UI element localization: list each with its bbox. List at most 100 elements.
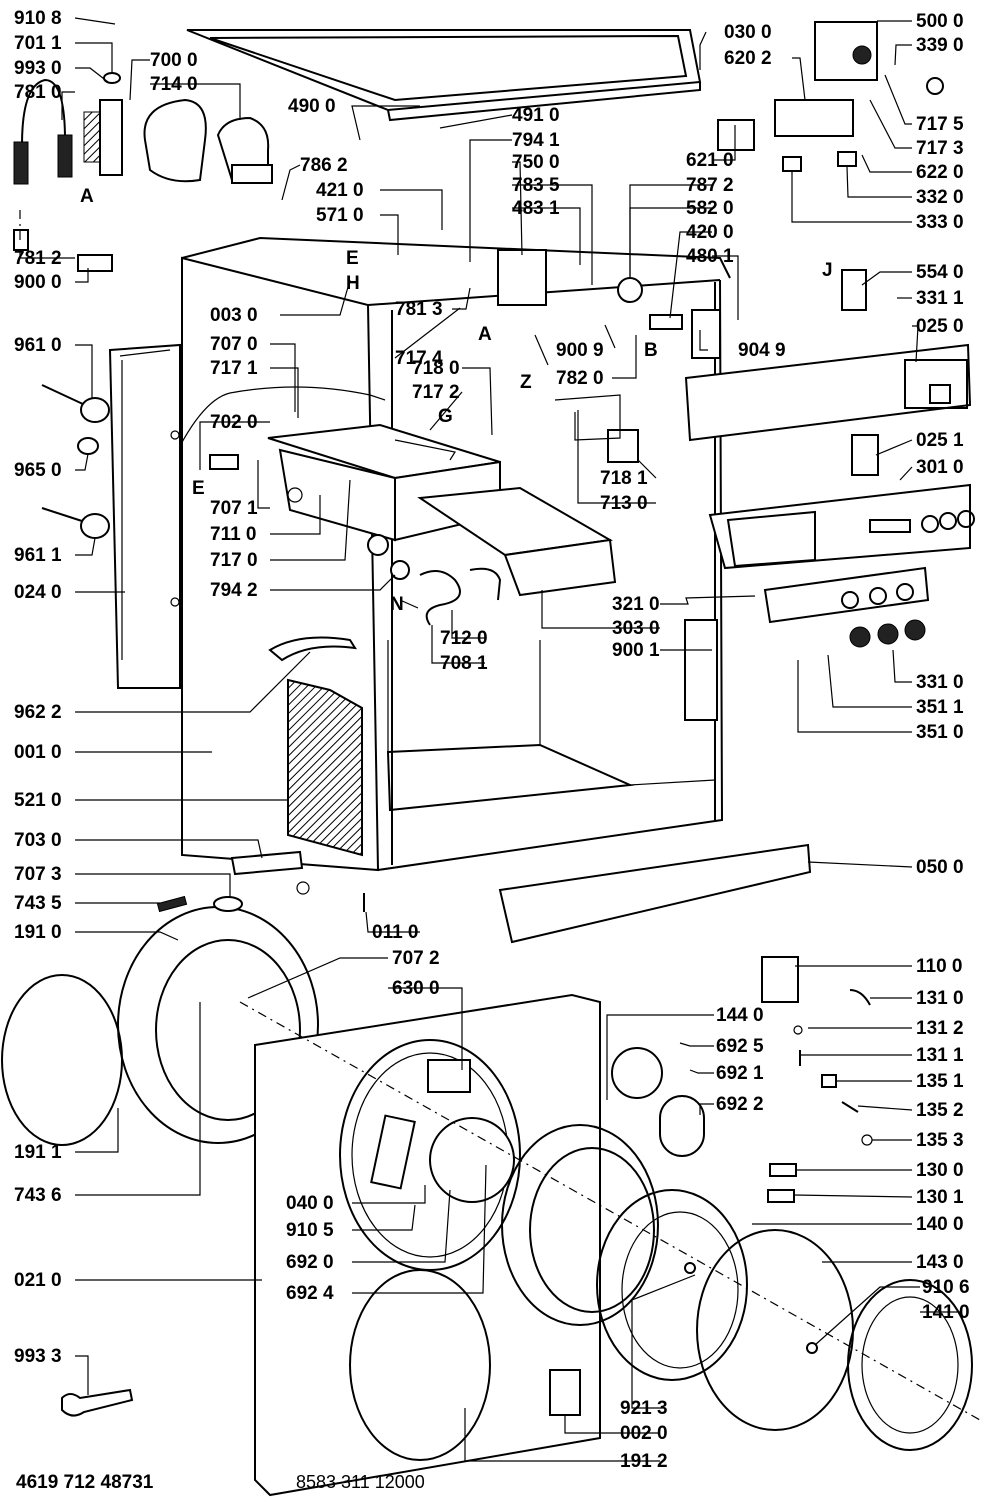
label-910-6: 910 6: [922, 1277, 970, 1298]
label-700-0: 700 0: [150, 50, 198, 71]
footer-right-code: 8583 311 12000: [296, 1472, 425, 1492]
label-620-2: 620 2: [724, 48, 772, 69]
label-717-4: 717 4: [395, 348, 443, 369]
label-571-0: 571 0: [316, 205, 364, 226]
label-554-0: 554 0: [916, 262, 964, 283]
label-J: J: [822, 260, 833, 281]
side-panel: [108, 343, 181, 689]
footer: 4619 712 48731 8583 311 12000: [16, 1472, 425, 1493]
label-135-3: 135 3: [916, 1130, 964, 1151]
label-191-2: 191 2: [620, 1451, 668, 1472]
label-A-center: A: [478, 324, 492, 345]
part-callouts: 910 8 701 1 993 0 781 0 781 2 900 0 700 …: [14, 8, 970, 1472]
label-782-0: 782 0: [556, 368, 604, 389]
label-781-3: 781 3: [395, 299, 443, 320]
label-003-0: 003 0: [210, 305, 258, 326]
label-135-1: 135 1: [916, 1071, 964, 1092]
label-B: B: [644, 340, 658, 361]
motor-and-sensors: [497, 249, 879, 476]
label-191-1: 191 1: [14, 1142, 62, 1163]
label-Z: Z: [520, 372, 532, 393]
front-panel: [254, 993, 601, 1497]
label-050-0: 050 0: [916, 857, 964, 878]
label-707-0: 707 0: [210, 334, 258, 355]
plinth: [498, 843, 812, 944]
label-130-1: 130 1: [916, 1187, 964, 1208]
label-707-1: 707 1: [210, 498, 258, 519]
label-692-4: 692 4: [286, 1283, 334, 1304]
label-900-0: 900 0: [14, 272, 62, 293]
label-321-0: 321 0: [612, 594, 660, 615]
label-030-0: 030 0: [724, 22, 772, 43]
label-701-1: 701 1: [14, 33, 62, 54]
label-301-0: 301 0: [916, 457, 964, 478]
label-713-0: 713 0: [600, 493, 648, 514]
label-993-0: 993 0: [14, 58, 62, 79]
label-794-1: 794 1: [512, 130, 560, 151]
label-630-0: 630 0: [392, 978, 440, 999]
label-712-0: 712 0: [440, 628, 488, 649]
label-131-1: 131 1: [916, 1045, 964, 1066]
timer-unit: [717, 21, 944, 172]
part-drawings: [1, 21, 981, 1497]
label-900-9: 900 9: [556, 340, 604, 361]
label-900-1: 900 1: [612, 640, 660, 661]
label-140-0: 140 0: [916, 1214, 964, 1235]
label-962-2: 962 2: [14, 702, 62, 723]
label-714-0: 714 0: [150, 74, 198, 95]
label-483-1: 483 1: [512, 198, 560, 219]
label-910-8: 910 8: [14, 8, 62, 29]
wrench-tool: [61, 1388, 134, 1417]
label-144-0: 144 0: [716, 1005, 764, 1026]
label-339-0: 339 0: [916, 35, 964, 56]
label-993-3: 993 3: [14, 1346, 62, 1367]
label-786-2: 786 2: [300, 155, 348, 176]
label-707-3: 707 3: [14, 864, 62, 885]
label-141-0: 141 0: [922, 1302, 970, 1323]
label-961-0: 961 0: [14, 335, 62, 356]
label-002-0: 002 0: [620, 1423, 668, 1444]
label-130-0: 130 0: [916, 1160, 964, 1181]
control-panel: [708, 483, 975, 570]
label-G: G: [438, 406, 453, 427]
hinge-and-screws: [549, 619, 873, 1416]
dispenser-assembly: [209, 423, 617, 626]
label-692-1: 692 1: [716, 1063, 764, 1084]
label-743-6: 743 6: [14, 1185, 62, 1206]
label-783-5: 783 5: [512, 175, 560, 196]
label-621-0: 621 0: [686, 150, 734, 171]
label-191-0: 191 0: [14, 922, 62, 943]
label-011-0: 011 0: [372, 922, 419, 943]
top-lid: [186, 29, 702, 122]
label-021-0: 021 0: [14, 1270, 62, 1291]
label-717-1: 717 1: [210, 358, 258, 379]
label-135-2: 135 2: [916, 1100, 964, 1121]
label-040-0: 040 0: [286, 1193, 334, 1214]
label-420-0: 420 0: [686, 222, 734, 243]
label-025-1: 025 1: [916, 430, 964, 451]
label-743-5: 743 5: [14, 893, 62, 914]
label-707-2: 707 2: [392, 948, 440, 969]
label-332-0: 332 0: [916, 187, 964, 208]
label-351-1: 351 1: [916, 697, 964, 718]
label-750-0: 750 0: [512, 152, 560, 173]
label-H: H: [346, 273, 360, 294]
label-001-0: 001 0: [14, 742, 62, 763]
label-961-1: 961 1: [14, 545, 62, 566]
footer-left-code: 4619 712 48731: [16, 1472, 154, 1493]
label-781-0: 781 0: [14, 82, 62, 103]
label-711-0: 711 0: [210, 524, 257, 545]
label-717-5: 717 5: [916, 114, 964, 135]
label-904-9: 904 9: [738, 340, 786, 361]
label-692-2: 692 2: [716, 1094, 764, 1115]
label-794-2: 794 2: [210, 580, 258, 601]
shock-absorbers: [41, 384, 110, 539]
alignment-lines: [19, 210, 981, 1421]
label-331-0: 331 0: [916, 672, 964, 693]
door-assembly: [501, 1124, 973, 1451]
label-521-0: 521 0: [14, 790, 62, 811]
label-910-5: 910 5: [286, 1220, 334, 1241]
label-787-2: 787 2: [686, 175, 734, 196]
label-500-0: 500 0: [916, 11, 964, 32]
